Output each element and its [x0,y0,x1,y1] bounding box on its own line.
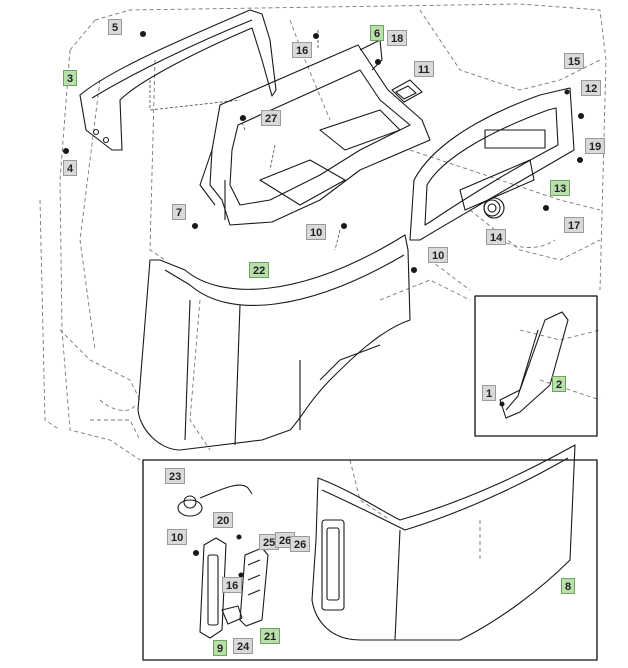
callout-7: 7 [172,204,187,220]
instrument-panel [409,87,575,241]
right-console-panel [311,444,576,641]
switch-bezel-9 [199,537,227,639]
cab-outline [39,3,607,560]
callout-8: 8 [561,578,576,594]
upper-trim-panel [79,9,277,151]
lower-console-shroud [137,234,411,451]
callout-22: 22 [249,262,270,278]
callout-26: 26 [290,536,311,552]
callout-12: 12 [581,80,602,96]
parts [62,9,598,661]
callout-6: 6 [370,25,385,41]
switch-block [239,547,269,627]
callout-3: 3 [63,70,78,86]
callout-4: 4 [63,160,78,176]
callout-16: 16 [222,577,243,593]
callout-10: 10 [428,247,449,263]
callout-10: 10 [167,529,188,545]
callout-2: 2 [552,376,567,392]
callout-15: 15 [564,53,585,69]
callout-17: 17 [564,217,585,233]
callout-24: 24 [233,638,254,654]
callout-18: 18 [387,30,408,46]
callout-11: 11 [414,61,434,77]
callout-25: 25 [259,534,280,550]
side-trim-piece [499,311,569,419]
callout-20: 20 [213,512,234,528]
callout-21: 21 [260,628,281,644]
callout-13: 13 [550,180,571,196]
callout-27: 27 [261,110,282,126]
switch-bezel [391,79,423,103]
callout-9: 9 [213,640,228,656]
callout-16: 16 [292,42,313,58]
callout-5: 5 [108,19,123,35]
callout-14: 14 [486,229,507,245]
dash-frame [209,44,431,226]
callout-1: 1 [482,385,497,401]
callout-19: 19 [585,138,606,154]
callout-23: 23 [165,468,186,484]
callout-10: 10 [306,224,327,240]
